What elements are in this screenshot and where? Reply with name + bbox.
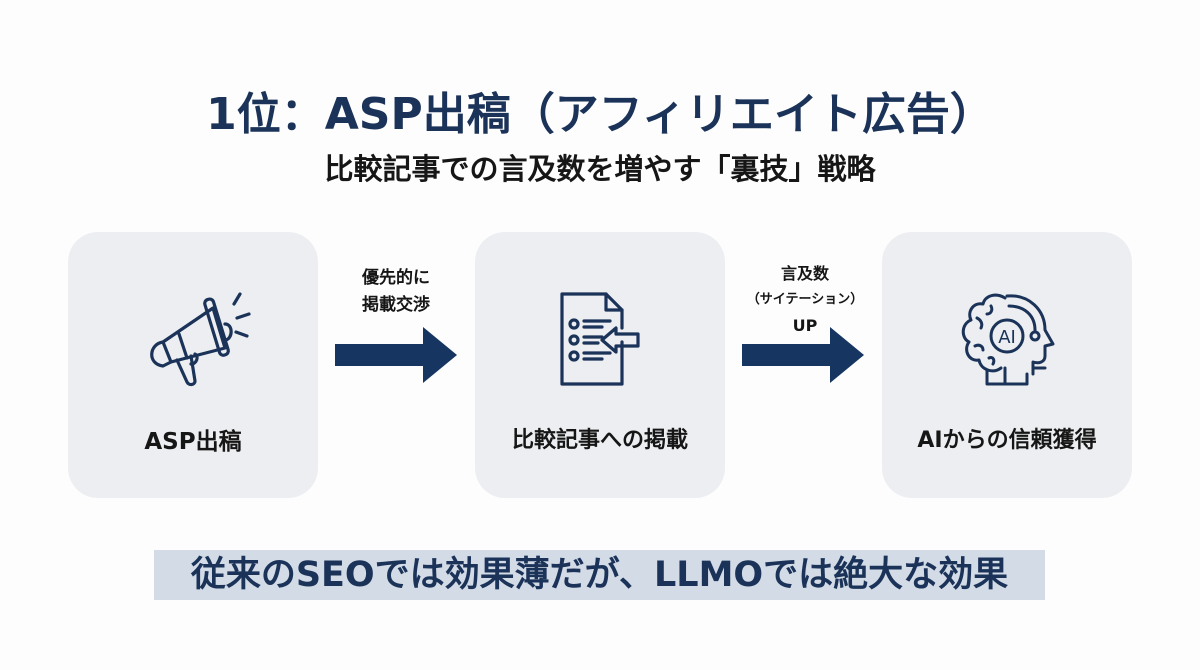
step-label: AIからの信頼獲得: [917, 428, 1097, 453]
ai-head-icon: AI: [947, 284, 1067, 394]
caption-line: 言及数: [780, 264, 829, 283]
caption-line: 優先的に: [362, 268, 430, 288]
arrow-caption-negotiation: 優先的に 掲載交渉: [336, 265, 456, 319]
caption-line: （サイテーション）: [746, 292, 864, 307]
step-box-comparison-article: 比較記事への掲載: [475, 232, 725, 498]
step-label: 比較記事への掲載: [511, 428, 688, 453]
step-box-asp: ASP出稿: [68, 232, 318, 498]
arrow-caption-citation-up: 言及数 （サイテーション） UP: [730, 261, 880, 339]
caption-line: 掲載交渉: [362, 295, 430, 315]
tagline-highlight: [154, 550, 1045, 600]
document-list-icon: [540, 284, 660, 394]
arrow-right-icon: [742, 327, 864, 383]
caption-line: UP: [792, 316, 818, 335]
step-box-ai-trust: AI AIからの信頼獲得: [882, 232, 1132, 498]
page-title: 1位：ASP出稿（アフィリエイト広告）: [206, 89, 994, 140]
tagline: 従来のSEOでは効果薄だが、LLMOでは絶大な効果: [190, 555, 1009, 595]
page-subtitle: 比較記事での言及数を増やす「裏技」戦略: [324, 152, 876, 186]
arrow-right-icon: [335, 327, 457, 383]
megaphone-icon: [133, 284, 253, 394]
svg-text:AI: AI: [998, 327, 1016, 348]
step-label: ASP出稿: [144, 429, 242, 455]
